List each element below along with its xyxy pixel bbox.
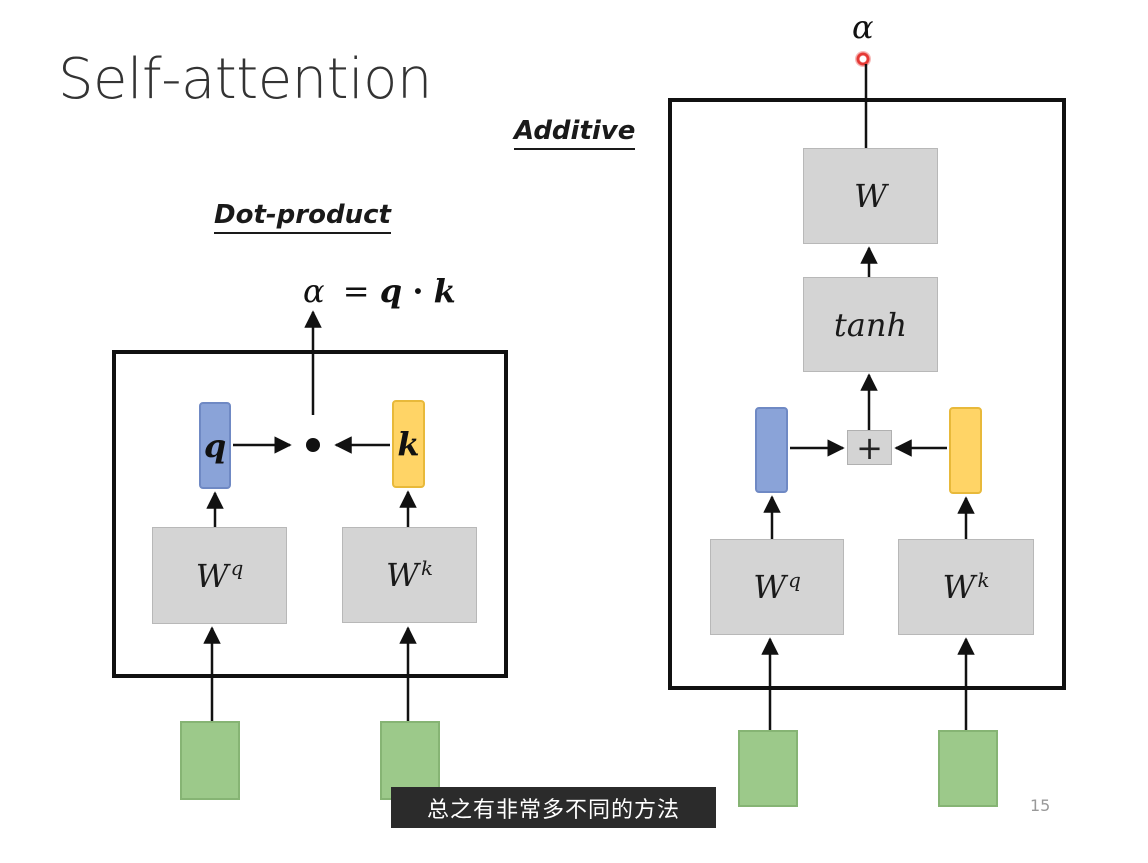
w-box: W xyxy=(803,148,938,244)
dot-product-frame xyxy=(112,350,508,678)
dot-product-label: Dot-product xyxy=(214,202,391,234)
key-vector: k xyxy=(392,400,425,488)
input-box xyxy=(738,730,798,807)
query-vector: q xyxy=(199,402,231,489)
plus-box: + xyxy=(847,430,892,465)
input-box xyxy=(380,721,440,800)
additive-alpha: α xyxy=(852,8,874,46)
dot-product-equation: α = q · k xyxy=(303,272,456,310)
slide-title: Self-attention xyxy=(58,47,432,112)
input-box xyxy=(180,721,240,800)
page-number: 15 xyxy=(1030,796,1051,815)
additive-label: Additive xyxy=(514,118,636,150)
dot-operator xyxy=(306,438,320,452)
input-box xyxy=(938,730,998,807)
pointer-cursor-icon xyxy=(855,51,871,67)
key-vector xyxy=(949,407,982,494)
query-vector xyxy=(755,407,788,493)
tanh-box: tanh xyxy=(803,277,938,372)
video-subtitle: 总之有非常多不同的方法 xyxy=(391,787,716,828)
